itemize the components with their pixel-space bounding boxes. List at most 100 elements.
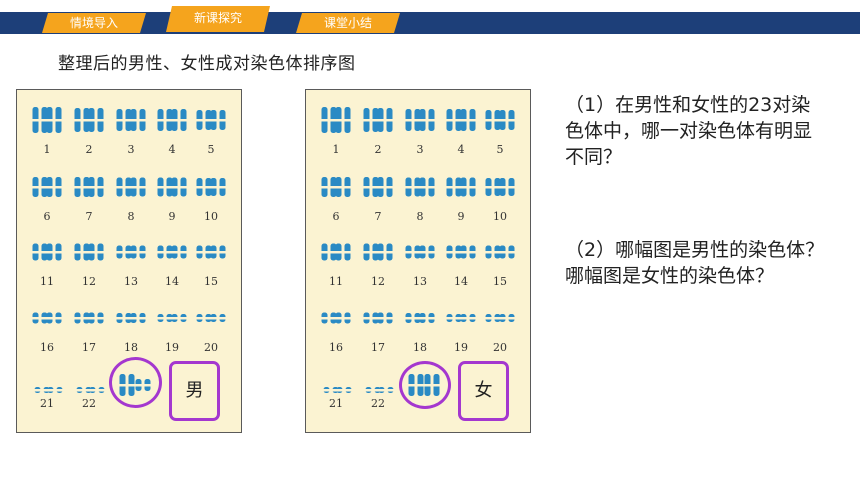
chromosome-number-22: 22 <box>371 397 385 410</box>
chromosome-15-b <box>210 245 226 259</box>
chromosome-number-12: 12 <box>82 275 96 288</box>
chromosome-13-a <box>116 245 132 259</box>
chromosome-21-b <box>47 387 63 393</box>
chromosome-13-b <box>419 245 435 259</box>
chromosome-6-a <box>321 177 337 197</box>
chromosome-4-b <box>171 109 187 131</box>
chromosome-3-b <box>130 109 146 131</box>
chromosome-4-b <box>460 109 476 131</box>
chromosome-number-10: 10 <box>204 210 218 223</box>
tab-intro[interactable]: 情境导入 <box>42 13 146 33</box>
chromosome-11-b <box>335 243 351 261</box>
chromosome-9-a <box>157 177 173 197</box>
chromosome-5-a <box>485 110 501 130</box>
chromosome-20-a <box>196 314 212 322</box>
chromosome-2-b <box>88 108 104 132</box>
question-2: （2）哪幅图是男性的染色体？哪幅图是女性的染色体？ <box>565 239 825 287</box>
chromosome-number-14: 14 <box>165 275 179 288</box>
chromosome-14-b <box>171 245 187 259</box>
chromosome-number-1: 1 <box>44 143 51 156</box>
chromosome-17-b <box>88 312 104 324</box>
chromosome-13-b <box>130 245 146 259</box>
chromosome-8-b <box>130 177 146 197</box>
chromosome-number-15: 15 <box>204 275 218 288</box>
chromosome-14-b <box>460 245 476 259</box>
chromosome-14-a <box>446 245 462 259</box>
chromosome-number-12: 12 <box>371 275 385 288</box>
chromosome-6-b <box>335 177 351 197</box>
chromosome-21-b <box>336 387 352 393</box>
chromosome-12-a <box>74 243 90 261</box>
chromosome-number-9: 9 <box>169 210 176 223</box>
chromosome-11-a <box>321 243 337 261</box>
chromosome-5-a <box>196 110 212 130</box>
chromosome-19-b <box>460 314 476 322</box>
chromosome-19-a <box>446 314 462 322</box>
chromosome-9-a <box>446 177 462 197</box>
chromosome-9-b <box>171 177 187 197</box>
chromosome-14-a <box>157 245 173 259</box>
chromosome-18-b <box>130 313 146 323</box>
chromosome-7-a <box>363 177 379 197</box>
chromosome-1-a <box>321 107 337 133</box>
chromosome-number-1: 1 <box>333 143 340 156</box>
page-title: 整理后的男性、女性成对染色体排序图 <box>58 54 356 74</box>
chromosome-7-a <box>74 177 90 197</box>
chromosome-17-b <box>377 312 393 324</box>
male-sex-chromosome-circle <box>109 357 162 408</box>
chromosome-number-16: 16 <box>40 341 54 354</box>
chromosome-number-8: 8 <box>417 210 424 223</box>
chromosome-number-7: 7 <box>375 210 382 223</box>
tab-summary[interactable]: 课堂小结 <box>296 13 400 33</box>
chromosome-18-b <box>419 313 435 323</box>
chromosome-number-21: 21 <box>40 397 54 410</box>
chromosome-8-a <box>405 177 421 197</box>
chromosome-number-8: 8 <box>128 210 135 223</box>
chromosome-3-a <box>116 109 132 131</box>
chromosome-number-4: 4 <box>169 143 176 156</box>
chromosome-number-21: 21 <box>329 397 343 410</box>
chromosome-20-b <box>210 314 226 322</box>
chromosome-12-a <box>363 243 379 261</box>
chromosome-number-15: 15 <box>493 275 507 288</box>
tab-new-lesson[interactable]: 新课探究 <box>166 6 270 32</box>
chromosome-6-a <box>32 177 48 197</box>
chromosome-1-a <box>32 107 48 133</box>
chromosome-18-a <box>116 313 132 323</box>
chromosome-10-a <box>485 178 501 196</box>
chromosome-2-b <box>377 108 393 132</box>
chromosome-number-22: 22 <box>82 397 96 410</box>
chromosome-16-a <box>32 312 48 324</box>
chromosome-number-19: 19 <box>454 341 468 354</box>
chromosome-7-b <box>88 177 104 197</box>
chromosome-19-b <box>171 314 187 322</box>
chromosome-20-b <box>499 314 515 322</box>
chromosome-number-11: 11 <box>40 275 54 288</box>
female-sex-label: 女 <box>458 361 509 421</box>
chromosome-9-b <box>460 177 476 197</box>
chromosome-number-9: 9 <box>458 210 465 223</box>
chromosome-number-20: 20 <box>204 341 218 354</box>
chromosome-8-b <box>419 177 435 197</box>
chromosome-number-13: 13 <box>413 275 427 288</box>
chromosome-11-b <box>46 243 62 261</box>
chromosome-number-19: 19 <box>165 341 179 354</box>
chromosome-number-20: 20 <box>493 341 507 354</box>
chromosome-number-16: 16 <box>329 341 343 354</box>
chromosome-number-2: 2 <box>375 143 382 156</box>
chromosome-number-10: 10 <box>493 210 507 223</box>
chromosome-4-a <box>446 109 462 131</box>
chromosome-17-a <box>363 312 379 324</box>
chromosome-number-3: 3 <box>417 143 424 156</box>
chromosome-4-a <box>157 109 173 131</box>
chromosome-18-a <box>405 313 421 323</box>
chromosome-10-a <box>196 178 212 196</box>
chromosome-2-a <box>363 108 379 132</box>
chromosome-10-b <box>499 178 515 196</box>
chromosome-11-a <box>32 243 48 261</box>
chromosome-5-b <box>210 110 226 130</box>
chromosome-12-b <box>88 243 104 261</box>
chromosome-22-b <box>378 387 394 393</box>
